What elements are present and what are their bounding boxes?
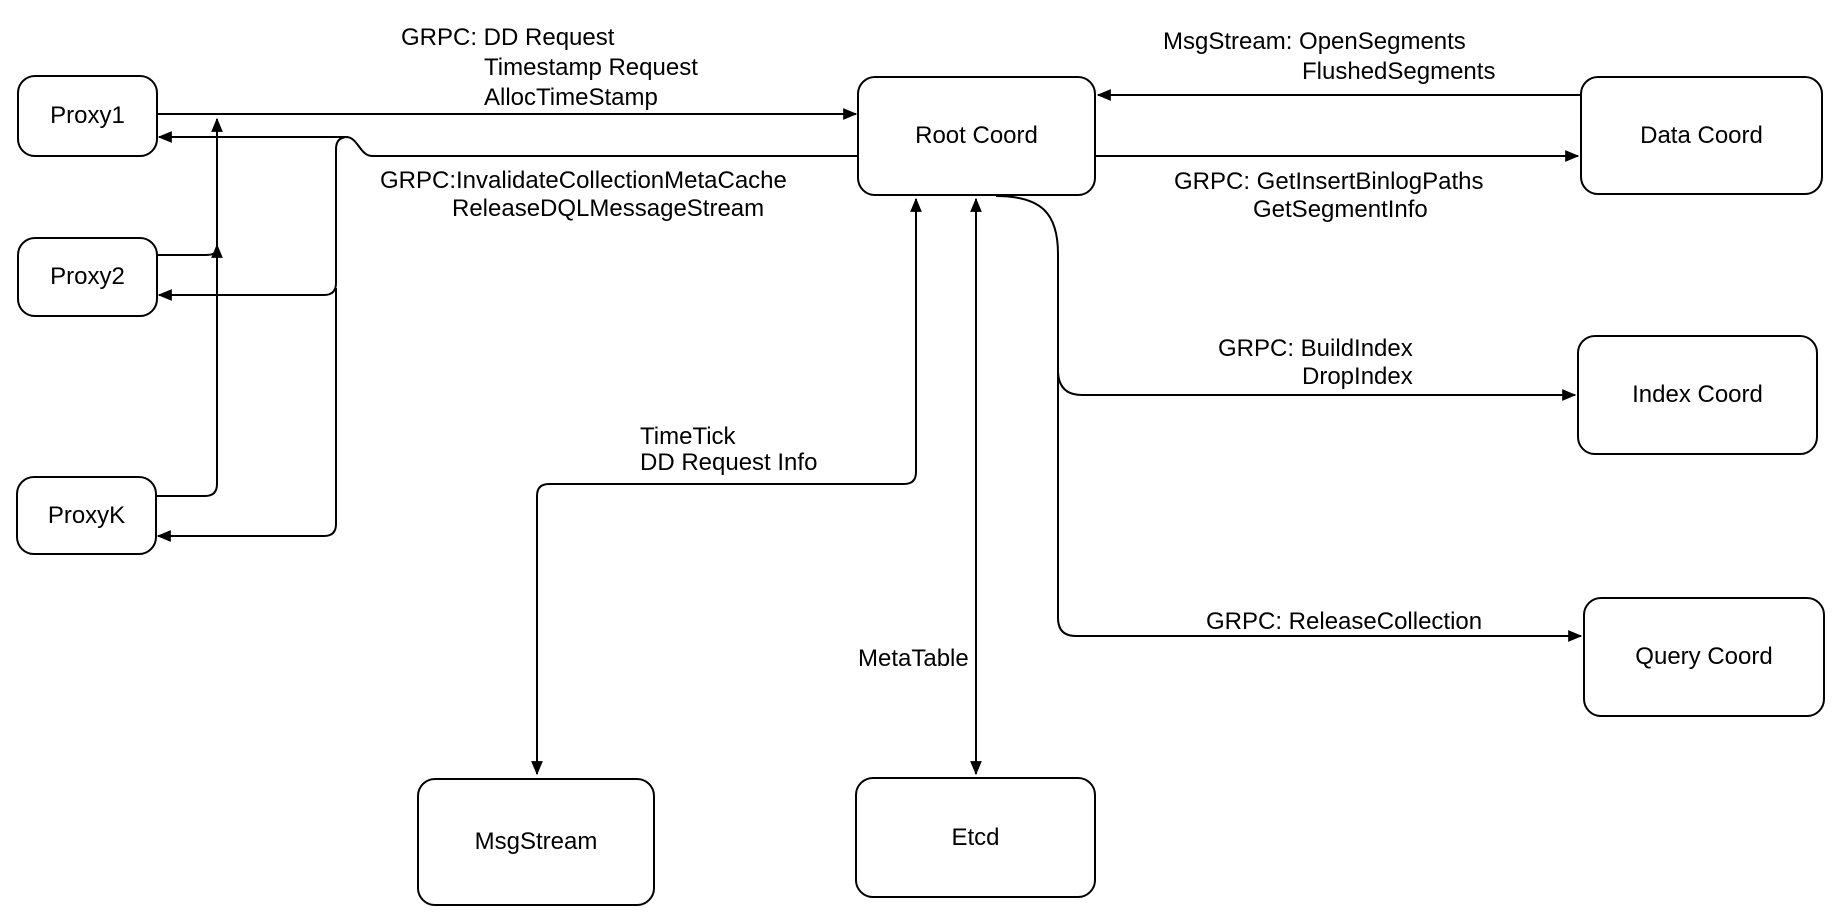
node-proxyk-label: ProxyK [47,501,126,529]
node-query-coord: Query Coord [1583,597,1825,717]
edge-label-build-index-line2: DropIndex [1302,363,1413,390]
node-data-coord: Data Coord [1580,76,1823,195]
edge-rootcoord-to-proxy2 [157,136,349,301]
edge-rootcoord-to-querycoord [995,195,1583,642]
edge-label-dd-request-line2: Timestamp Request [484,54,698,81]
node-msgstream: MsgStream [417,778,655,906]
edge-proxy2-up-collector [158,243,223,258]
edge-label-time-tick-line2: DD Request Info [640,449,818,476]
edge-label-meta-table: MetaTable [858,645,969,672]
edge-label-get-insert-line2: GetSegmentInfo [1253,196,1428,223]
node-query-coord-label: Query Coord [1635,643,1773,670]
node-index-coord-label: Index Coord [1632,381,1763,408]
node-proxy2: Proxy2 [17,237,158,317]
edge-rootcoord-to-proxy1 [157,131,857,157]
edge-label-invalidate-line2: ReleaseDQLMessageStream [452,195,765,222]
edge-label-open-segments-line1: MsgStream: OpenSegments [1163,28,1466,55]
node-data-coord-label: Data Coord [1640,121,1763,149]
edge-label-time-tick-line1: TimeTick [640,423,736,450]
node-proxyk: ProxyK [16,476,157,555]
node-proxy2-label: Proxy2 [50,263,125,290]
edge-label-build-index-line1: GRPC: BuildIndex [1218,335,1413,362]
edge-label-dd-request-line1: GRPC: DD Request [401,24,615,51]
edge-label-invalidate-line1: GRPC:InvalidateCollectionMetaCache [380,167,787,194]
node-etcd: Etcd [855,777,1096,898]
node-root-coord-label: Root Coord [915,122,1038,149]
edge-label-dd-request-line3: AllocTimeStamp [484,84,658,111]
edge-proxyk-up-collector [157,117,223,497]
node-root-coord: Root Coord [857,76,1096,196]
edge-label-release-collection: GRPC: ReleaseCollection [1206,608,1483,635]
node-index-coord: Index Coord [1577,335,1818,455]
edge-label-open-segments-line2: FlushedSegments [1302,58,1496,85]
edge-label-get-insert-line1: GRPC: GetInsertBinlogPaths [1174,168,1484,195]
node-msgstream-label: MsgStream [474,828,598,855]
edge-rootcoord-to-indexcoord [1057,369,1577,401]
edge-rootcoord-msgstream [531,197,922,776]
edge-rootcoord-to-proxyk [156,288,337,542]
node-etcd-label: Etcd [951,823,1000,851]
node-proxy1-label: Proxy1 [50,102,125,129]
node-proxy1: Proxy1 [17,75,158,157]
